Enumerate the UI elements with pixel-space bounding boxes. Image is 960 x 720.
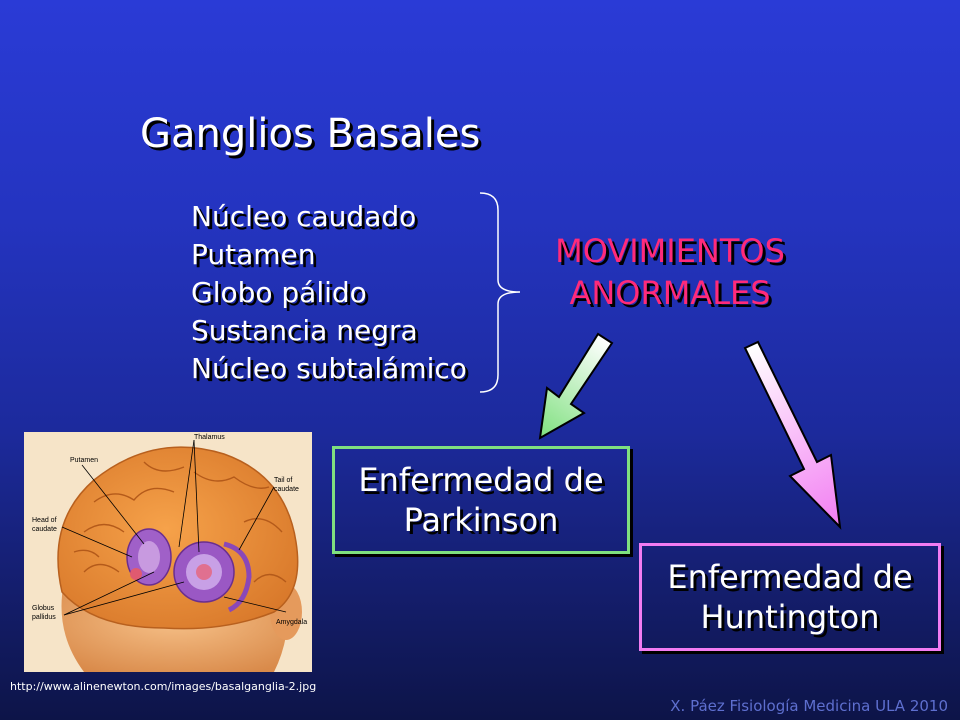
parkinson-disease-box: Enfermedad de Parkinson bbox=[332, 446, 630, 554]
label-putamen: Putamen bbox=[70, 457, 98, 464]
brain-gyri bbox=[73, 461, 287, 583]
component-item: Núcleo subtalámico bbox=[191, 352, 467, 385]
label-caudate-head: caudate bbox=[32, 526, 57, 533]
label-amygdala: Amygdala bbox=[276, 619, 307, 626]
label-tail-of: Tail of bbox=[274, 477, 292, 484]
result-line-1: MOVIMIENTOS bbox=[555, 232, 785, 270]
parkinson-line-2: Parkinson bbox=[403, 501, 559, 539]
huntington-line-2: Huntington bbox=[700, 598, 880, 636]
gradient-arrow-down-left-icon bbox=[538, 332, 614, 440]
right-curly-brace-icon bbox=[479, 192, 521, 393]
component-item: Sustancia negra bbox=[191, 314, 418, 347]
label-caudate-tail: caudate bbox=[274, 486, 299, 493]
basal-ganglia-structures bbox=[126, 528, 252, 613]
label-thalamus: Thalamus bbox=[194, 434, 225, 441]
basal-ganglia-components-list: Núcleo caudado Putamen Globo pálido Sust… bbox=[191, 198, 467, 388]
component-item: Globo pálido bbox=[191, 276, 367, 309]
image-source-url: http://www.alinenewton.com/images/basalg… bbox=[10, 680, 317, 693]
component-item: Núcleo caudado bbox=[191, 200, 417, 233]
author-credit: X. Páez Fisiología Medicina ULA 2010 bbox=[670, 697, 948, 715]
label-pallidus: pallidus bbox=[32, 614, 56, 621]
label-globus: Globus bbox=[32, 605, 55, 612]
gradient-arrow-down-right-icon bbox=[743, 340, 842, 530]
huntington-line-1: Enfermedad de bbox=[667, 558, 913, 596]
component-item: Putamen bbox=[191, 238, 316, 271]
abnormal-movements-label: MOVIMIENTOS ANORMALES bbox=[520, 230, 820, 314]
huntington-disease-box: Enfermedad de Huntington bbox=[639, 543, 941, 651]
slide-title: Ganglios Basales bbox=[140, 111, 481, 157]
label-head-of: Head of bbox=[32, 517, 57, 524]
parkinson-line-1: Enfermedad de bbox=[358, 461, 604, 499]
basal-ganglia-brain-illustration: Thalamus Putamen Tail of caudate Head of… bbox=[24, 432, 312, 672]
brain-illustration-svg: Thalamus Putamen Tail of caudate Head of… bbox=[24, 432, 312, 672]
figure-labels: Thalamus Putamen Tail of caudate Head of… bbox=[32, 434, 307, 626]
result-line-2: ANORMALES bbox=[569, 274, 771, 312]
figure-leader-lines bbox=[61, 439, 287, 616]
